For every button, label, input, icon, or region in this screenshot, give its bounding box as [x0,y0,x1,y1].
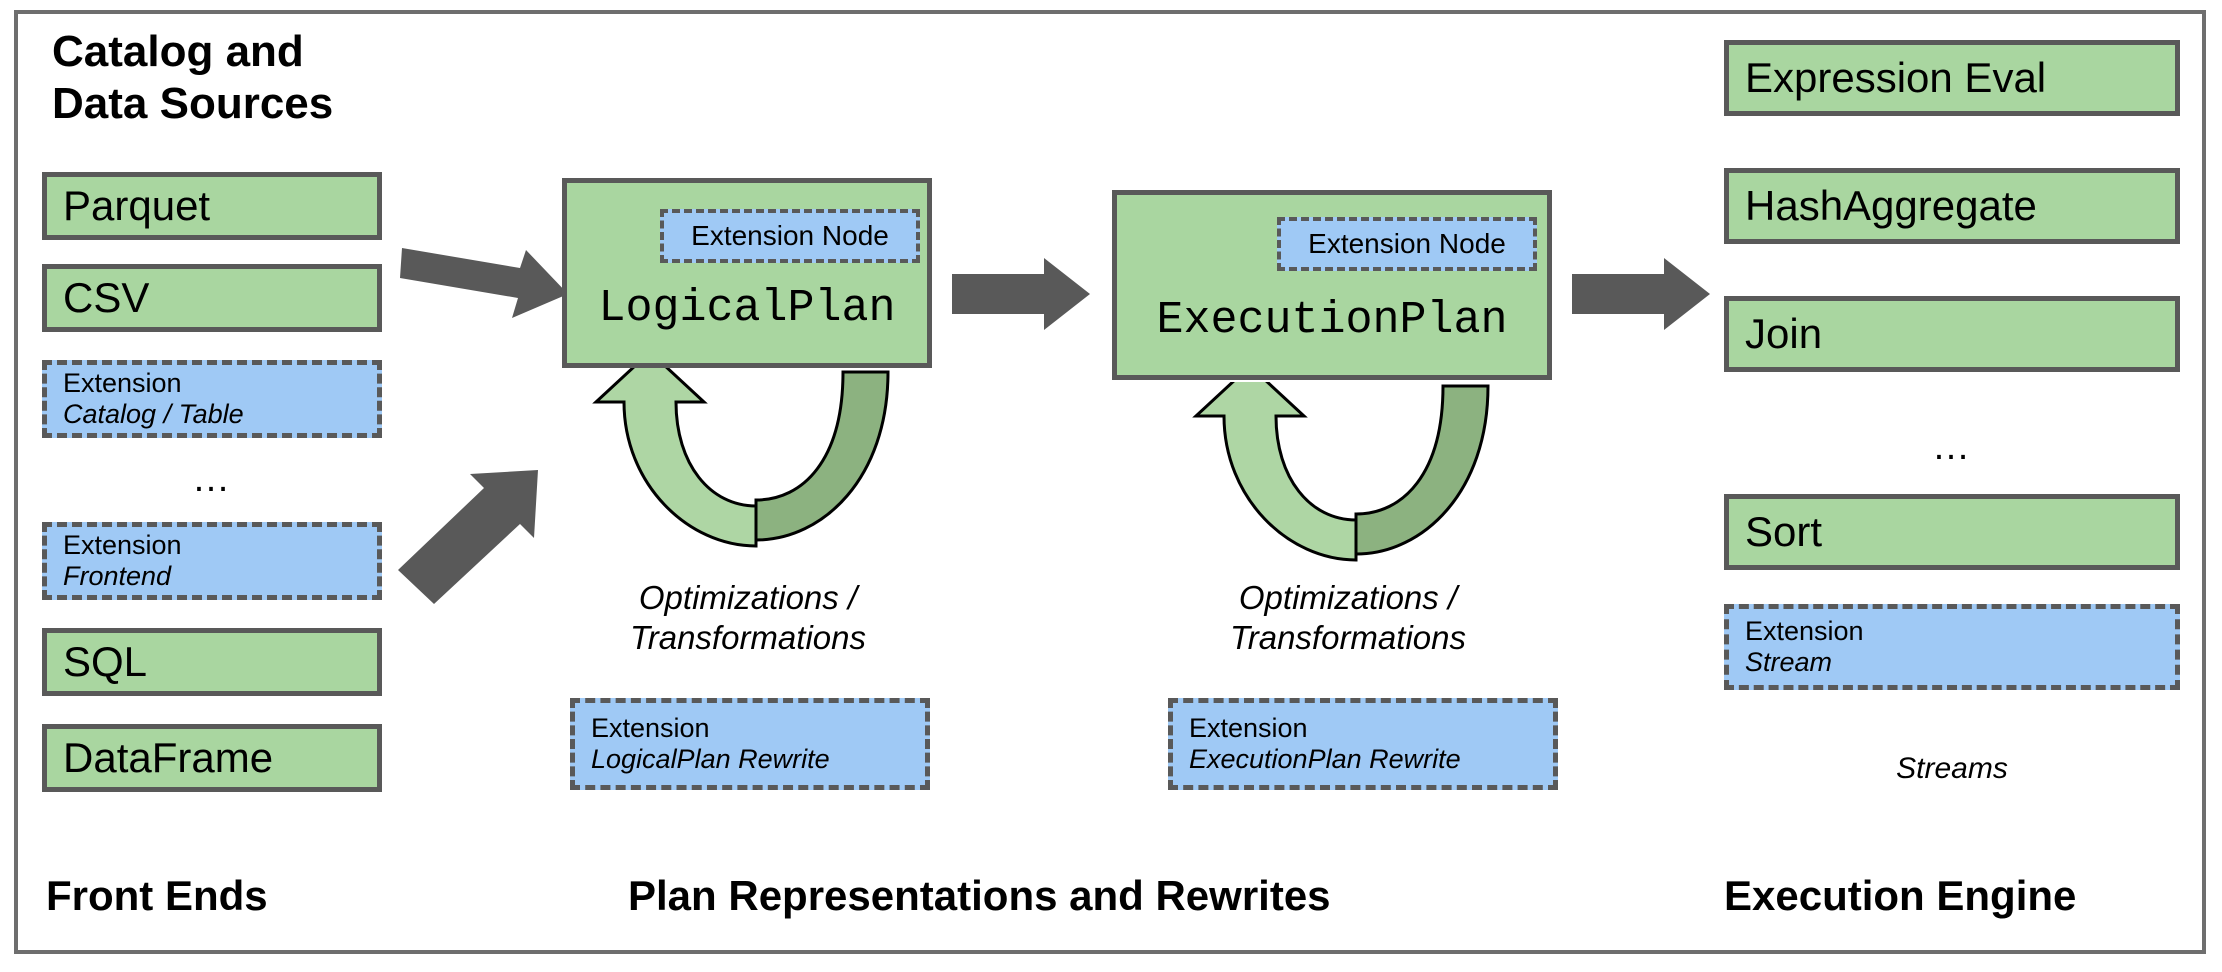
engine-extension-stream-title: Extension [1745,615,1864,646]
frontend-ellipsis: … [192,458,232,500]
engine-ellipsis: … [1932,426,1972,468]
engine-box-expression-eval[interactable]: Expression Eval [1724,40,2180,116]
frontend-extension-frontend-title: Extension [63,529,182,560]
engine-box-sort[interactable]: Sort [1724,494,2180,570]
engine-box-hashaggregate-label: HashAggregate [1745,182,2037,229]
logicalplan-extension-node[interactable]: Extension Node [660,209,920,263]
executionplan-optimization-loop-icon [1192,382,1490,562]
footer-label-execution-engine: Execution Engine [1724,872,2077,919]
executionplan-rewrite-extension[interactable]: Extension ExecutionPlan Rewrite [1168,698,1558,790]
frontend-box-csv-label: CSV [63,274,150,321]
logicalplan-rewrite-extension-subtitle: LogicalPlan Rewrite [591,744,830,774]
arrow-executionplan-to-engine [1572,258,1710,330]
engine-box-expression-eval-label: Expression Eval [1745,54,2047,101]
logicalplan-name: LogicalPlan [598,283,896,334]
frontend-box-dataframe-label: DataFrame [63,734,274,781]
footer-label-plan-representations: Plan Representations and Rewrites [628,872,1331,919]
frontend-box-parquet[interactable]: Parquet [42,172,382,240]
frontend-box-dataframe[interactable]: DataFrame [42,724,382,792]
executionplan-rewrite-extension-subtitle: ExecutionPlan Rewrite [1189,744,1461,774]
executionplan-box[interactable]: Extension Node ExecutionPlan [1112,190,1552,380]
arrow-logicalplan-to-executionplan [952,258,1090,330]
frontend-box-parquet-label: Parquet [63,182,211,229]
engine-box-sort-label: Sort [1745,508,1823,555]
frontend-box-csv[interactable]: CSV [42,264,382,332]
catalog-and-data-sources-heading: Catalog and Data Sources [52,27,334,128]
footer-label-front-ends: Front Ends [46,872,268,919]
engine-extension-stream[interactable]: Extension Stream [1724,604,2180,690]
frontend-box-sql-label: SQL [63,638,148,685]
frontend-box-sql[interactable]: SQL [42,628,382,696]
engine-box-join-label: Join [1745,310,1823,357]
logicalplan-rewrite-extension-title: Extension [591,712,710,743]
engine-streams-caption: Streams [1896,752,2008,785]
engine-box-hashaggregate[interactable]: HashAggregate [1724,168,2180,244]
executionplan-extension-node[interactable]: Extension Node [1277,217,1537,271]
logicalplan-box[interactable]: Extension Node LogicalPlan [562,178,932,368]
logicalplan-loop-caption: Optimizations / Transformations [630,579,866,657]
diagram-outer-frame [14,10,2206,954]
frontend-extension-catalog-table[interactable]: Extension Catalog / Table [42,360,382,438]
arrow-frontends-to-logicalplan-upper [400,248,568,318]
engine-extension-stream-subtitle: Stream [1745,647,1833,677]
engine-box-join[interactable]: Join [1724,296,2180,372]
frontend-extension-catalog-table-subtitle: Catalog / Table [63,399,244,429]
frontend-extension-frontend-subtitle: Frontend [63,561,172,591]
executionplan-loop-caption: Optimizations / Transformations [1230,579,1466,657]
logicalplan-optimization-loop-icon [592,368,890,548]
arrow-frontends-to-logicalplan-lower [398,470,538,604]
executionplan-name: ExecutionPlan [1156,295,1508,346]
frontend-extension-catalog-table-title: Extension [63,367,182,398]
logicalplan-rewrite-extension[interactable]: Extension LogicalPlan Rewrite [570,698,930,790]
executionplan-rewrite-extension-title: Extension [1189,712,1308,743]
frontend-extension-frontend[interactable]: Extension Frontend [42,522,382,600]
